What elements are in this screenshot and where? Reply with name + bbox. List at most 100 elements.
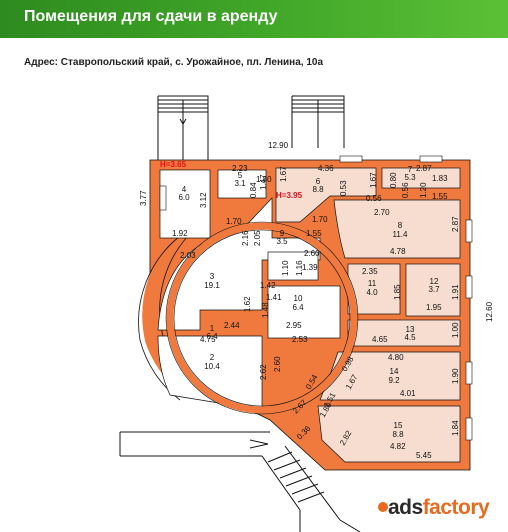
header-banner: Помещения для сдачи в аренду — [0, 0, 508, 38]
stairs-bottom — [119, 431, 361, 532]
stairs-top-middle — [291, 95, 345, 148]
room-13-area: 4.5 — [404, 333, 416, 342]
dim: 4.01 — [400, 389, 416, 398]
room-12-area: 3.7 — [428, 285, 440, 294]
rooms-fill — [157, 169, 341, 411]
dim: 1.10 — [281, 260, 290, 276]
room-8 — [333, 199, 461, 259]
dim: 2.53 — [292, 335, 308, 344]
dim: 2.03 — [180, 251, 196, 260]
dim: 2.60 — [304, 249, 320, 258]
dim: 1.70 — [226, 217, 242, 226]
dim: 2.44 — [224, 321, 240, 330]
room-1-9 — [267, 251, 319, 281]
room-14-area: 9.2 — [388, 376, 400, 385]
dim: 2.87 — [416, 164, 432, 173]
dim: 1.42 — [260, 281, 276, 290]
dim: 4.82 — [390, 442, 406, 451]
room-11-number: 11 — [368, 279, 377, 288]
dim: 1.67 — [279, 166, 288, 182]
dim: 1.20 — [419, 182, 428, 198]
dim: 1.95 — [426, 303, 442, 312]
dim: 1.83 — [432, 174, 448, 183]
dim: 1.47 — [259, 174, 268, 190]
room-9-number: 9 — [280, 229, 285, 238]
dim: 1.84 — [451, 420, 460, 436]
dim: 3.12 — [199, 192, 208, 208]
room-6-number: 6 — [316, 177, 321, 186]
room-labels: 1 6.4 2 10.4 3 19.1 4 6.0 5 3.1 6 8.8 7 … — [178, 165, 440, 439]
room-5 — [217, 169, 267, 199]
dim: 1.91 — [451, 284, 460, 300]
watermark-part2: factory — [422, 496, 490, 519]
room-11-area: 4.0 — [366, 288, 378, 297]
dim: 1.67 — [369, 172, 378, 188]
watermark-part1: ads — [388, 496, 423, 519]
room-13-number: 13 — [406, 325, 415, 334]
dim: 0.56 — [366, 194, 382, 203]
dim: 12.60 — [485, 301, 494, 322]
room-6-area: 8.8 — [312, 185, 324, 194]
dim: 1.85 — [393, 284, 402, 300]
dim: 0.56 — [401, 182, 410, 198]
watermark-logo: adsfactory — [388, 496, 490, 520]
dim: 1.55 — [432, 192, 448, 201]
room-7 — [381, 167, 461, 189]
dim: 1.39 — [302, 263, 318, 272]
height-mark-2: Н=3.95 — [276, 191, 303, 200]
room-15-area: 8.8 — [392, 430, 404, 439]
dimension-labels: 12.90 5.45 4.36 2.23 2.87 1.83 1.55 2.70… — [172, 141, 448, 460]
room-3-area: 19.1 — [204, 281, 220, 290]
room-8-number: 8 — [398, 221, 403, 230]
dim: 1.16 — [295, 260, 304, 276]
windows — [159, 155, 473, 441]
rental-rooms-fill — [275, 167, 461, 463]
room-15 — [317, 405, 461, 463]
dim: 1.70 — [312, 215, 328, 224]
room-12-number: 12 — [430, 277, 439, 286]
room-4 — [159, 169, 211, 239]
dim: 4.65 — [372, 335, 388, 344]
room-10-number: 10 — [294, 294, 303, 303]
dim: 2.23 — [232, 164, 248, 173]
dim: 0.53 — [339, 180, 348, 196]
room-15-number: 15 — [394, 421, 403, 430]
dim: 4.78 — [390, 247, 406, 256]
dim: 12.90 — [268, 141, 289, 150]
room-8-area: 11.4 — [393, 230, 409, 239]
dim: 1.00 — [451, 322, 460, 338]
room-10-area: 6.4 — [292, 303, 304, 312]
dim: 4.75 — [200, 335, 216, 344]
dim: 2.95 — [286, 321, 302, 330]
dim: 3.77 — [139, 190, 148, 206]
dim: 0.84 — [249, 182, 258, 198]
dim: 1.55 — [306, 229, 322, 238]
address-line: Адрес: Ставропольский край, с. Урожайное… — [24, 57, 324, 68]
room-14 — [319, 351, 461, 401]
dim: 5.45 — [416, 451, 432, 460]
room-12 — [405, 263, 461, 317]
watermark-badge-icon — [378, 502, 388, 512]
page-title: Помещения для сдачи в аренду — [24, 8, 278, 25]
dim: 2.05 — [253, 230, 262, 246]
dim: 1.80 — [256, 175, 272, 184]
room-1-number: 1 — [210, 324, 215, 333]
dim: 1.90 — [451, 368, 460, 384]
height-mark-1: Н=3.65 — [160, 160, 187, 169]
room-4-number: 4 — [182, 185, 187, 194]
room-3-number: 3 — [210, 272, 215, 281]
central-circle — [165, 221, 359, 415]
room-5-number: 5 — [238, 171, 243, 180]
room-14-number: 14 — [390, 367, 399, 376]
room-10 — [267, 285, 341, 339]
room-7-number: 7 — [408, 165, 413, 174]
dim: 1.92 — [172, 229, 188, 238]
dim: 0.80 — [389, 172, 398, 188]
dim: 1.62 — [243, 296, 252, 312]
dim: 2.87 — [451, 216, 460, 232]
room-7-area: 5.3 — [404, 173, 416, 182]
dim: 1.48 — [261, 302, 270, 318]
room-5-area: 3.1 — [234, 179, 246, 188]
dim: 1.41 — [266, 293, 282, 302]
